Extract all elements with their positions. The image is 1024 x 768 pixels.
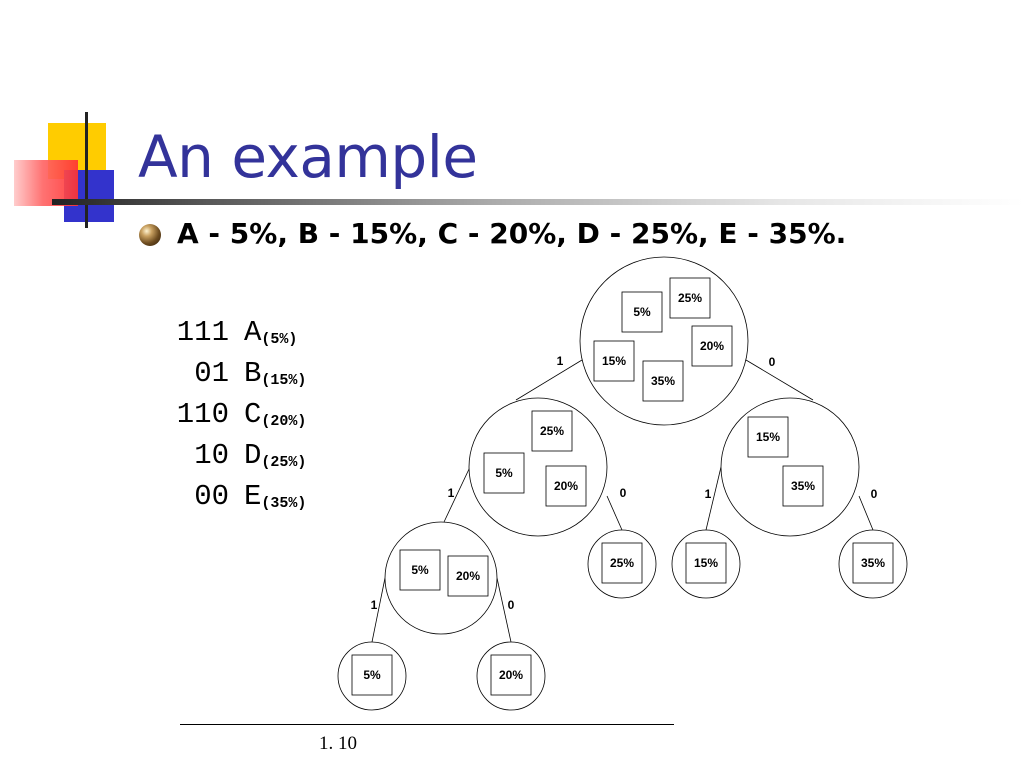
tree-node-root: 5% 25% 20% 15% 35% xyxy=(579,256,749,426)
percent-box xyxy=(621,291,663,333)
percent-label: 5% xyxy=(363,668,381,682)
percent-label: 35% xyxy=(651,374,675,388)
tree-node-leaf-20: 20% xyxy=(476,641,546,711)
bullet-icon xyxy=(139,224,161,246)
tree-edge xyxy=(606,495,623,531)
percent-box xyxy=(782,465,824,507)
percent-box xyxy=(593,340,635,382)
code-row-a: 111 A(5%) xyxy=(166,312,306,353)
percent-box xyxy=(490,654,532,696)
percent-label: 15% xyxy=(694,556,718,570)
percent-label: 15% xyxy=(602,354,626,368)
tree-node-leaf-35: 35% xyxy=(838,529,908,599)
percent-label: 15% xyxy=(756,430,780,444)
code-bits: 01 xyxy=(194,357,229,390)
edge-label: 1 xyxy=(557,354,564,368)
percent-label: 5% xyxy=(411,563,429,577)
code-symbol: B xyxy=(244,357,262,390)
deco-red-square xyxy=(14,160,78,206)
code-row-c: 110 C(20%) xyxy=(166,394,307,435)
tree-edge xyxy=(496,577,512,643)
tree-edge xyxy=(705,466,722,531)
code-percent: (15%) xyxy=(261,372,307,389)
percent-label: 5% xyxy=(633,305,651,319)
tree-node-n2: 15% 35% xyxy=(720,397,860,537)
tree-node-leaf-25: 25% xyxy=(587,529,657,599)
code-percent: (35%) xyxy=(261,495,307,512)
deco-vertical-line xyxy=(85,112,88,228)
code-symbol: C xyxy=(244,398,262,431)
percent-box xyxy=(669,277,711,319)
percent-box xyxy=(351,654,393,696)
code-bits: 00 xyxy=(194,480,229,513)
tree-node-n1: 25% 5% 20% xyxy=(468,397,608,537)
tree-node-n3: 5% 20% xyxy=(384,521,498,635)
code-symbol: E xyxy=(244,480,262,513)
percent-box xyxy=(852,542,894,584)
edge-label: 0 xyxy=(871,487,878,501)
percent-label: 25% xyxy=(610,556,634,570)
footer-divider xyxy=(180,724,674,725)
tree-edge xyxy=(515,359,583,401)
percent-box xyxy=(601,542,643,584)
bullet-text: A - 5%, B - 15%, C - 20%, D - 25%, E - 3… xyxy=(177,217,847,250)
edge-label: 0 xyxy=(769,355,776,369)
tree-node-leaf-5: 5% xyxy=(337,641,407,711)
percent-box xyxy=(531,410,573,452)
code-percent: (5%) xyxy=(261,331,298,348)
edge-label: 1 xyxy=(705,487,712,501)
percent-label: 25% xyxy=(540,424,564,438)
code-bits: 10 xyxy=(194,439,229,472)
percent-box xyxy=(399,549,441,591)
code-table: 111 A(5%) 01 B(15%) 110 C(20%) 10 D(25%) 00 E… xyxy=(166,312,307,517)
edge-label: 1 xyxy=(371,598,378,612)
percent-label: 20% xyxy=(554,479,578,493)
slide-title: An example xyxy=(138,123,478,191)
percent-label: 35% xyxy=(861,556,885,570)
code-symbol: A xyxy=(244,316,262,349)
code-symbol: D xyxy=(244,439,262,472)
code-bits: 111 xyxy=(176,316,229,349)
percent-box xyxy=(642,360,684,402)
percent-label: 20% xyxy=(499,668,523,682)
tree-edge xyxy=(443,466,471,523)
edge-label: 1 xyxy=(448,486,455,500)
percent-box xyxy=(747,416,789,458)
edge-label: 0 xyxy=(508,598,515,612)
tree-edge xyxy=(745,359,814,401)
code-row-d: 10 D(25%) xyxy=(166,435,306,476)
percent-box xyxy=(447,555,489,597)
code-bits: 110 xyxy=(176,398,229,431)
percent-label: 25% xyxy=(678,291,702,305)
edge-label: 0 xyxy=(620,486,627,500)
slide-number: 1. 10 xyxy=(319,733,357,754)
code-percent: (20%) xyxy=(261,413,307,430)
percent-label: 35% xyxy=(791,479,815,493)
percent-box xyxy=(483,452,525,494)
percent-box xyxy=(545,465,587,507)
percent-label: 5% xyxy=(495,466,513,480)
percent-box xyxy=(685,542,727,584)
tree-node-leaf-15: 15% xyxy=(671,529,741,599)
code-row-b: 01 B(15%) xyxy=(166,353,306,394)
tree-edge xyxy=(371,577,386,643)
code-percent: (25%) xyxy=(261,454,307,471)
code-row-e: 00 E(35%) xyxy=(166,476,306,517)
percent-box xyxy=(691,325,733,367)
percent-label: 20% xyxy=(456,569,480,583)
title-underline xyxy=(52,199,1024,205)
tree-edge xyxy=(858,495,874,531)
percent-label: 20% xyxy=(700,339,724,353)
